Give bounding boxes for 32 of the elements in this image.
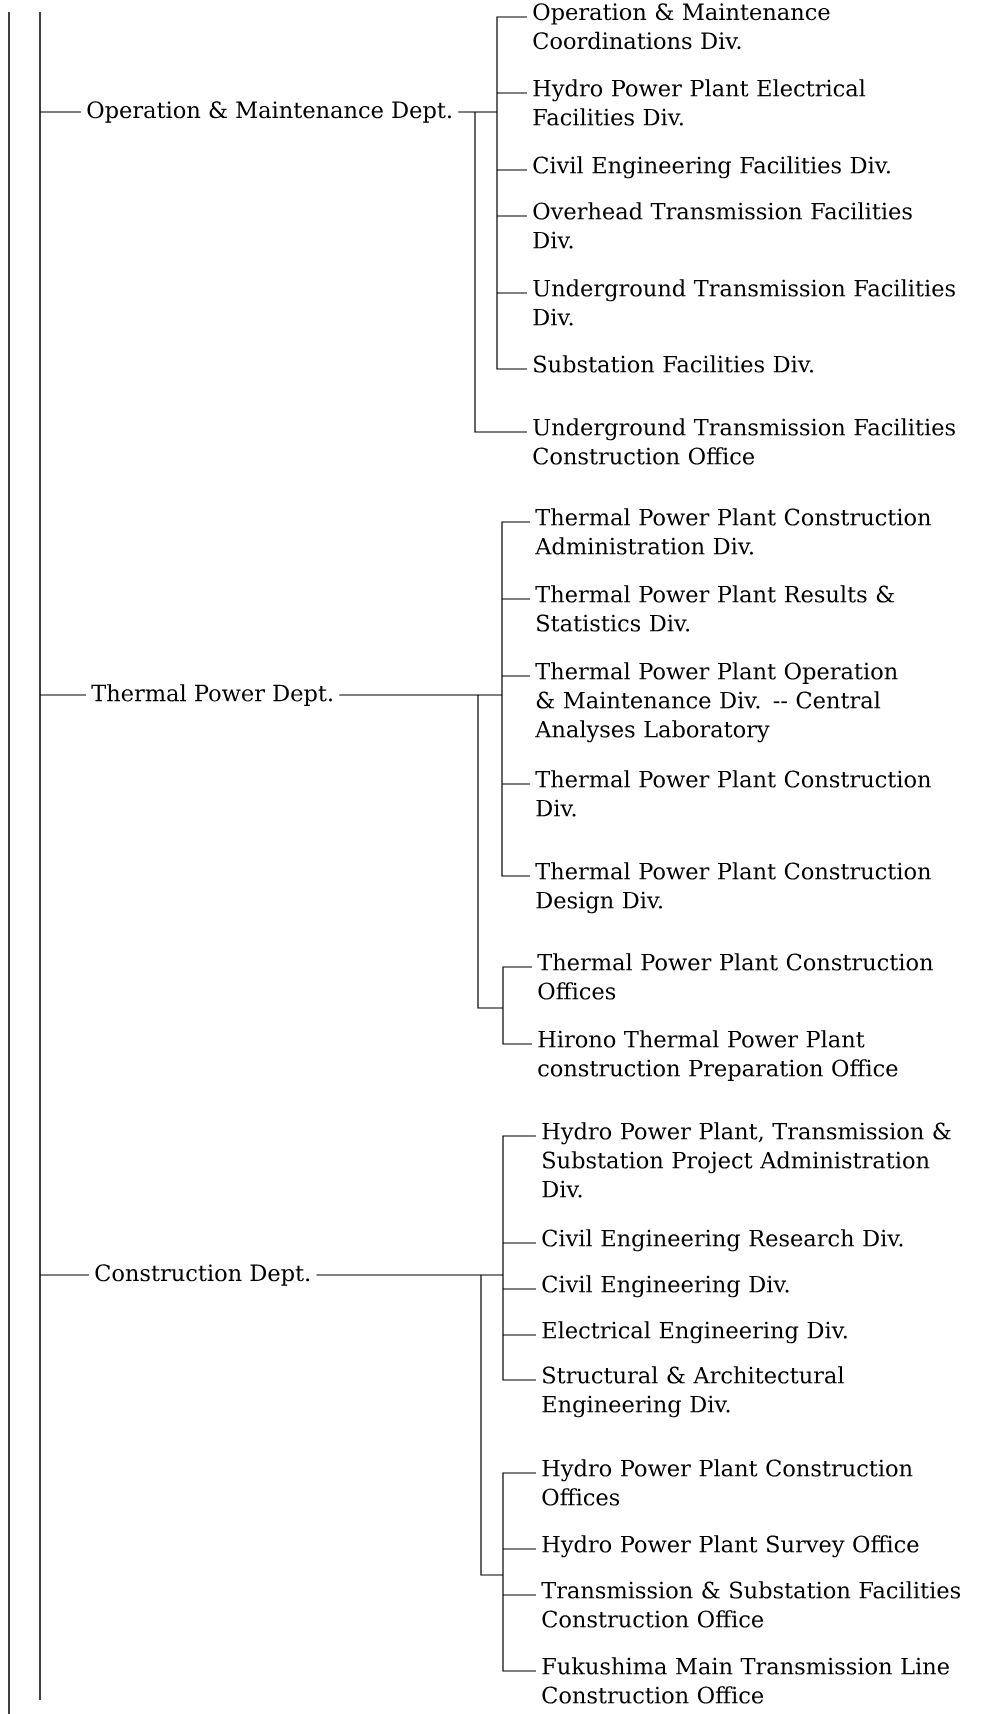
connector-line — [338, 521, 533, 1045]
department-label: Thermal Power Dept. — [91, 684, 332, 706]
division-label: Hydro Power Plant, Transmission & Substation Project Administration Div. — [542, 1122, 951, 1198]
division-label: Fukushima Main Transmission Line Construction Office — [542, 1657, 949, 1704]
connector-line — [315, 1135, 537, 1672]
division-label: Substation Facilities Div. — [534, 355, 813, 373]
connector-line — [39, 694, 87, 696]
division-label: Thermal Power Plant Construction Offices — [537, 953, 933, 1000]
division-label: Thermal Power Plant Results & Statistics Div. — [535, 585, 895, 632]
division-label: Electrical Engineering Div. — [542, 1321, 847, 1344]
division-label: Civil Engineering Div. — [542, 1275, 789, 1298]
division-label: Thermal Power Plant Operation & Maintenance Div. -- Central Analyses Laboratory — [535, 662, 898, 743]
connector-line — [39, 111, 82, 113]
division-label: Thermal Power Plant Construction Administration Div. — [535, 508, 931, 555]
division-label: Transmission & Substation Facilities Construction Office — [541, 1581, 961, 1628]
division-label: Thermal Power Plant Construction Div. — [535, 770, 931, 817]
division-label: Underground Transmission Facilities Construction Office — [533, 418, 955, 465]
division-label: Operation & Maintenance Coordinations Div. — [533, 3, 830, 50]
division-label: Hydro Power Plant Electrical Facilities Div. — [533, 79, 866, 126]
connector-line — [457, 16, 528, 433]
division-label: Hirono Thermal Power Plant construction Preparation Office — [538, 1030, 898, 1081]
department-label: Construction Dept. — [95, 1264, 310, 1286]
division-label: Underground Transmission Facilities Div. — [533, 279, 955, 326]
department-label: Operation & Maintenance Dept. — [87, 101, 451, 123]
connector-line — [39, 1274, 90, 1276]
division-label: Civil Engineering Research Div. — [542, 1229, 903, 1252]
division-label: Civil Engineering Facilities Div. — [533, 156, 890, 179]
division-label: Thermal Power Plant Construction Design Div. — [535, 862, 931, 914]
division-label: Structural & Architectural Engineering Div. — [542, 1366, 844, 1418]
division-label: Hydro Power Plant Construction Offices — [542, 1459, 913, 1506]
division-label: Hydro Power Plant Survey Office — [542, 1535, 919, 1558]
division-label: Overhead Transmission Facilities Div. — [533, 202, 912, 249]
